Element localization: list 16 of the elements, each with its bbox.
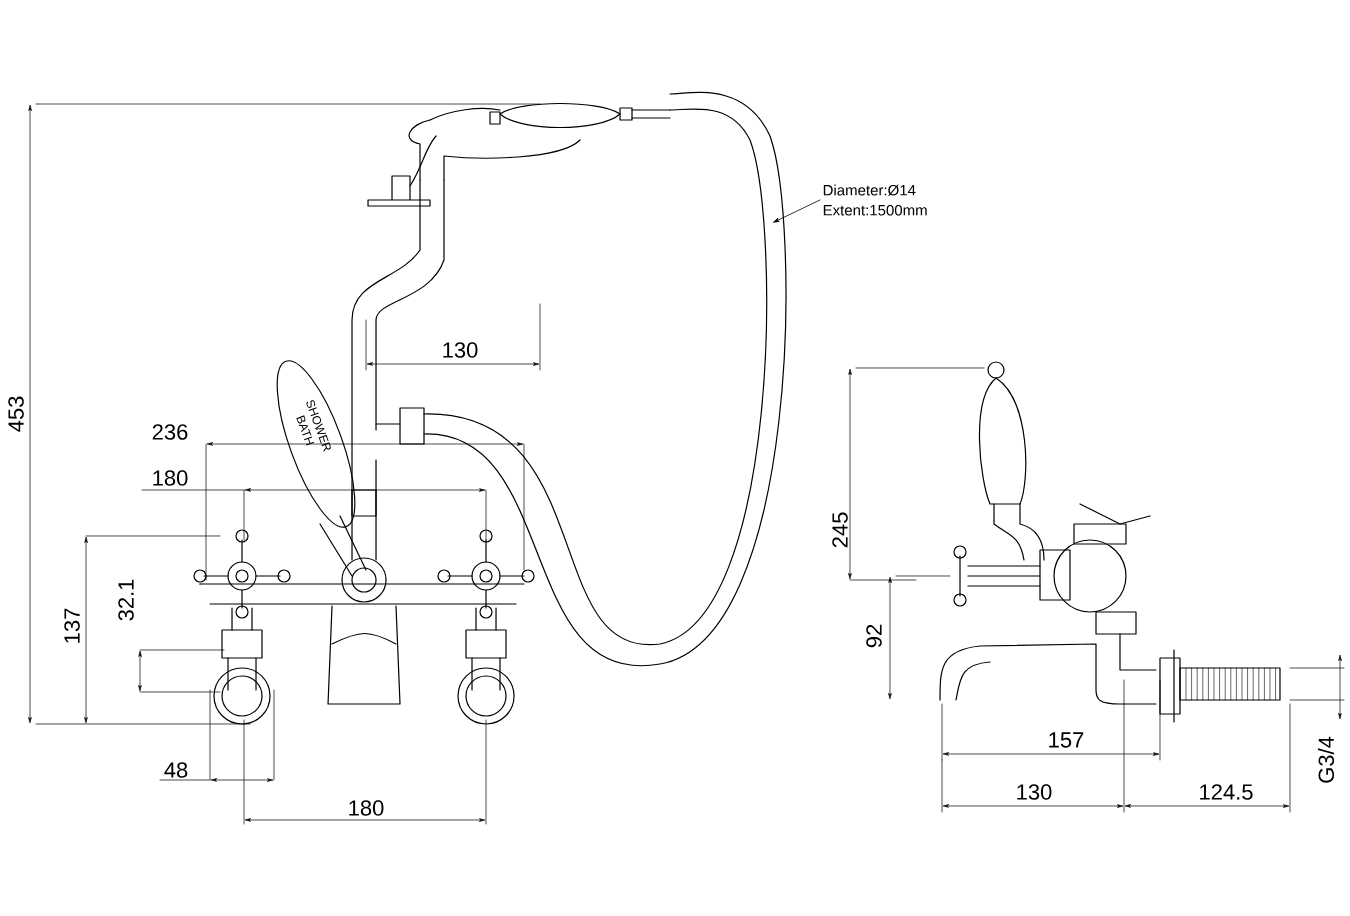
dimension-label: 137 (64, 608, 80, 643)
leader-line (773, 199, 821, 223)
dimension-label: 157 (1049, 732, 1084, 748)
dimension-label: 245 (832, 512, 848, 548)
dimension-label: 236 (152, 424, 188, 440)
dimension-label: 124.5 (1200, 784, 1253, 800)
dimension-label: 453 (8, 396, 24, 432)
dimension-label: 92 (866, 624, 882, 648)
dimension-label: 48 (164, 762, 188, 778)
dimension-label: 180 (153, 470, 188, 486)
dimension-label: 130 (1017, 784, 1052, 800)
dimension-label: G3/4 (1317, 736, 1335, 783)
dimension-label: 32.1 (118, 579, 134, 621)
dimension-label: 180 (349, 800, 384, 816)
dimension-label: 130 (443, 342, 478, 358)
hose-drawing (423, 91, 787, 666)
